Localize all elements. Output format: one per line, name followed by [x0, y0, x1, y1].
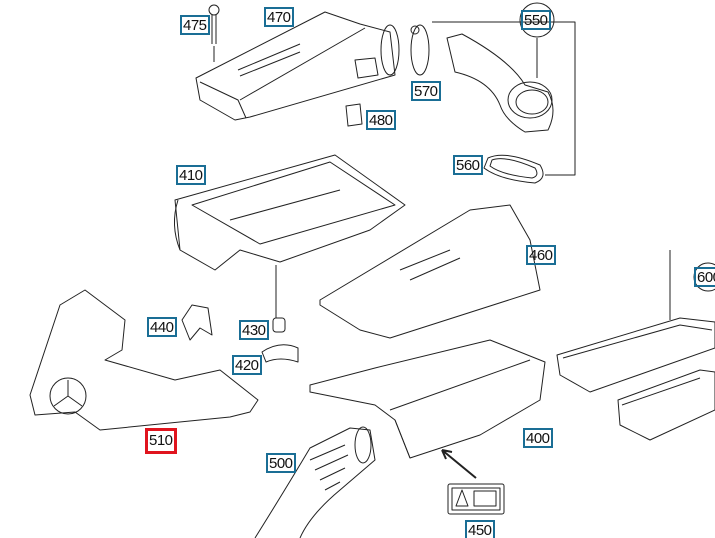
bracket-420-drawing: [261, 344, 299, 363]
engine-cover-510-drawing: [29, 289, 259, 431]
gasket-480-drawing: [345, 103, 363, 127]
part-label-475[interactable]: 475: [180, 15, 210, 35]
part-label-430[interactable]: 430: [239, 320, 269, 340]
part-label-460[interactable]: 460: [526, 245, 556, 265]
filter-cover-460-drawing: [319, 204, 541, 339]
clip-440-drawing: [181, 304, 213, 341]
filter-element-600-drawing: [556, 250, 715, 441]
hose-550-drawing: [432, 2, 576, 176]
part-label-570[interactable]: 570: [411, 81, 441, 101]
upper-cover-470-drawing: [195, 11, 400, 121]
grommet-430-drawing: [272, 317, 286, 333]
part-label-600[interactable]: 600: [694, 267, 715, 287]
clamp-570-drawing: [410, 24, 430, 76]
part-label-550[interactable]: 550: [521, 10, 551, 30]
part-label-440[interactable]: 440: [147, 317, 177, 337]
part-label-400[interactable]: 400: [523, 428, 553, 448]
part-label-560[interactable]: 560: [453, 155, 483, 175]
bolt-475-drawing: [208, 4, 220, 62]
part-label-450[interactable]: 450: [465, 520, 495, 538]
part-label-510-selected[interactable]: 510: [145, 428, 177, 454]
part-label-420[interactable]: 420: [232, 355, 262, 375]
seal-560-drawing: [483, 154, 544, 184]
intake-duct-500-drawing: [254, 426, 376, 538]
part-label-500[interactable]: 500: [266, 453, 296, 473]
part-label-470[interactable]: 470: [264, 7, 294, 27]
warning-label-450-drawing: [447, 483, 505, 515]
arrow-indicator: [441, 449, 477, 479]
housing-upper-410-drawing: [174, 154, 406, 271]
part-label-410[interactable]: 410: [176, 165, 206, 185]
housing-lower-400-drawing: [309, 339, 546, 459]
part-label-480[interactable]: 480: [366, 110, 396, 130]
